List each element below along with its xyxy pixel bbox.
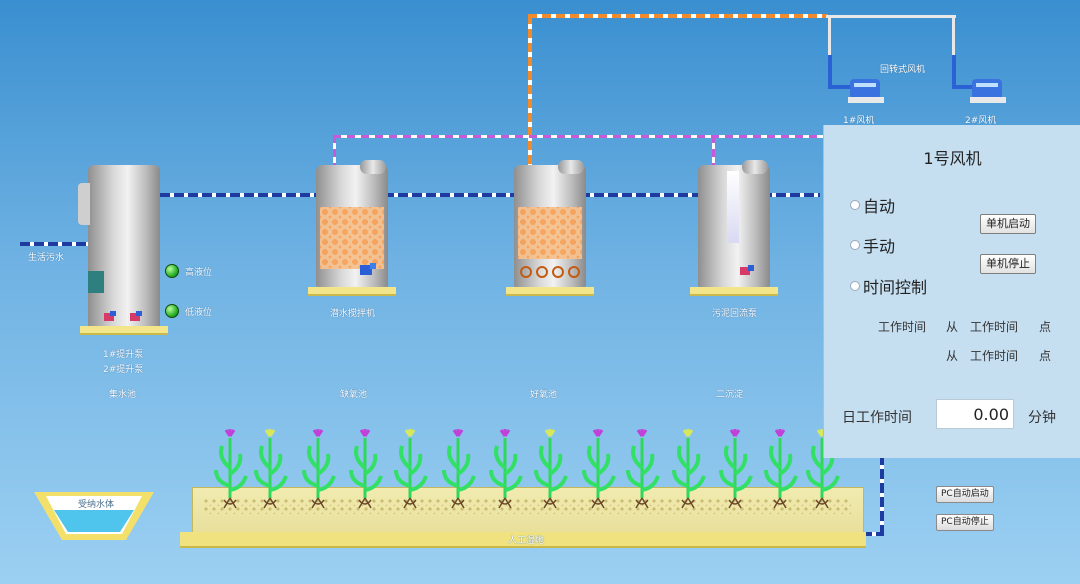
anoxic-tank-vent [360,160,386,174]
low-level-indicator [165,304,179,318]
blower-2-label: 2#风机 [965,116,997,126]
mode-timer-label: 时间控制 [863,278,928,297]
high-level-indicator [165,264,179,278]
aerobic-tank-media [518,207,582,259]
clarifier-base [690,287,778,296]
aerator-icon [520,266,580,278]
mode-manual-radio[interactable]: 手动 [850,233,895,257]
blower-2-icon[interactable] [950,55,1010,110]
aerobic-tank-vent [558,160,584,174]
anoxic-tank-label: 缺氧池 [340,390,368,400]
plant-icon [764,429,798,509]
main-water-pipe [160,193,820,197]
single-start-button[interactable]: 单机启动 [980,214,1036,234]
clarifier-center-pipe [727,171,739,243]
plant-icon [442,429,476,509]
point-label-2: 点 [1039,349,1052,363]
anoxic-tank-media [320,207,384,269]
plc-auto-start-button[interactable]: PC自动启动 [936,486,994,503]
mode-manual-label: 手动 [863,237,896,256]
plant-icon [719,429,753,509]
plant-icon [302,429,336,509]
outlet-pipe-h [862,532,884,536]
collection-tank-base [80,326,168,335]
plant-icon [534,429,568,509]
aerobic-tank-label: 好氧池 [530,390,558,400]
blower-1-icon[interactable] [828,55,888,110]
low-level-label: 低液位 [185,308,213,318]
mode-timer-radio[interactable]: 时间控制 [850,274,927,298]
collection-tank[interactable] [78,165,160,327]
air-pipe-riser [528,15,532,165]
air-pipe-top-ext [826,15,956,18]
point-label-1: 点 [1039,320,1052,334]
plant-icon [806,429,840,509]
radio-dot-timer[interactable] [850,281,860,291]
from-label-2: 从 [946,349,959,363]
return-pipe [333,135,823,138]
inlet-label: 生活污水 [28,253,65,263]
return-pipe-drop2 [712,135,715,167]
plant-icon [394,429,428,509]
wetland-label: 人工湿地 [508,536,545,546]
receiving-water-label: 受纳水体 [78,500,115,510]
single-stop-button[interactable]: 单机停止 [980,254,1036,274]
plant-icon [254,429,288,509]
lift-pump-2-label: 2#提升泵 [103,365,144,375]
plant-icon [214,429,248,509]
clarifier-vent [742,160,768,174]
panel-title: 1号风机 [923,149,982,168]
blower1-pipe [828,15,831,65]
wetland-plants [214,429,840,509]
work-time-label: 工作时间 [878,320,927,334]
plant-icon [672,429,706,509]
plant-icon [582,429,616,509]
wetland-gravel [203,498,851,514]
daily-work-time-label: 日工作时间 [842,410,912,426]
radio-dot-manual[interactable] [850,240,860,250]
to-work-time-label-2: 工作时间 [970,349,1019,363]
blower2-pipe [952,15,955,65]
aerobic-tank-base [506,287,594,296]
clarifier-label: 二沉淀 [716,390,744,400]
mode-auto-radio[interactable]: 自动 [850,193,895,217]
anoxic-tank-base [308,287,396,296]
submersible-mixer-icon[interactable] [358,261,378,279]
collection-tank-label: 集水池 [109,390,137,400]
high-level-label: 高液位 [185,268,213,278]
sludge-pump-label: 污泥回流泵 [712,309,758,319]
plant-icon [349,429,383,509]
radio-dot-auto[interactable] [850,200,860,210]
plant-icon [626,429,660,509]
mode-auto-label: 自动 [863,197,896,216]
blower-control-panel: 1号风机 自动 手动 时间控制 单机启动 单机停止 工作时间 从 工作时间 点 … [823,125,1080,458]
outlet-pipe-down [880,455,884,535]
sludge-return-pump-icon[interactable] [738,263,758,279]
lift-pump-2-icon[interactable] [128,311,144,323]
anoxic-tank[interactable] [316,165,388,287]
lift-pump-1-label: 1#提升泵 [103,350,144,360]
return-pipe-drop1 [333,135,336,167]
collection-tank-gauge [88,271,104,293]
aerobic-tank[interactable] [514,165,586,287]
inlet-pipe [20,242,90,246]
mixer-label: 潜水搅拌机 [330,309,376,319]
secondary-clarifier[interactable] [698,165,770,287]
from-label-1: 从 [946,320,959,334]
blower-1-label: 1#风机 [843,116,875,126]
wetland-bed [192,487,864,534]
daily-work-time-input[interactable]: 0.00 [936,399,1014,429]
lift-pump-1-icon[interactable] [102,311,118,323]
collection-tank-window [78,183,90,225]
plant-icon [489,429,523,509]
receiving-water-pond [34,492,154,540]
plc-auto-stop-button[interactable]: PC自动停止 [936,514,994,531]
daily-work-time-unit: 分钟 [1028,410,1056,426]
wetland-base [180,532,866,548]
to-work-time-label-1: 工作时间 [970,320,1019,334]
blower-group-label: 回转式风机 [880,65,926,75]
air-pipe-top [528,14,828,18]
